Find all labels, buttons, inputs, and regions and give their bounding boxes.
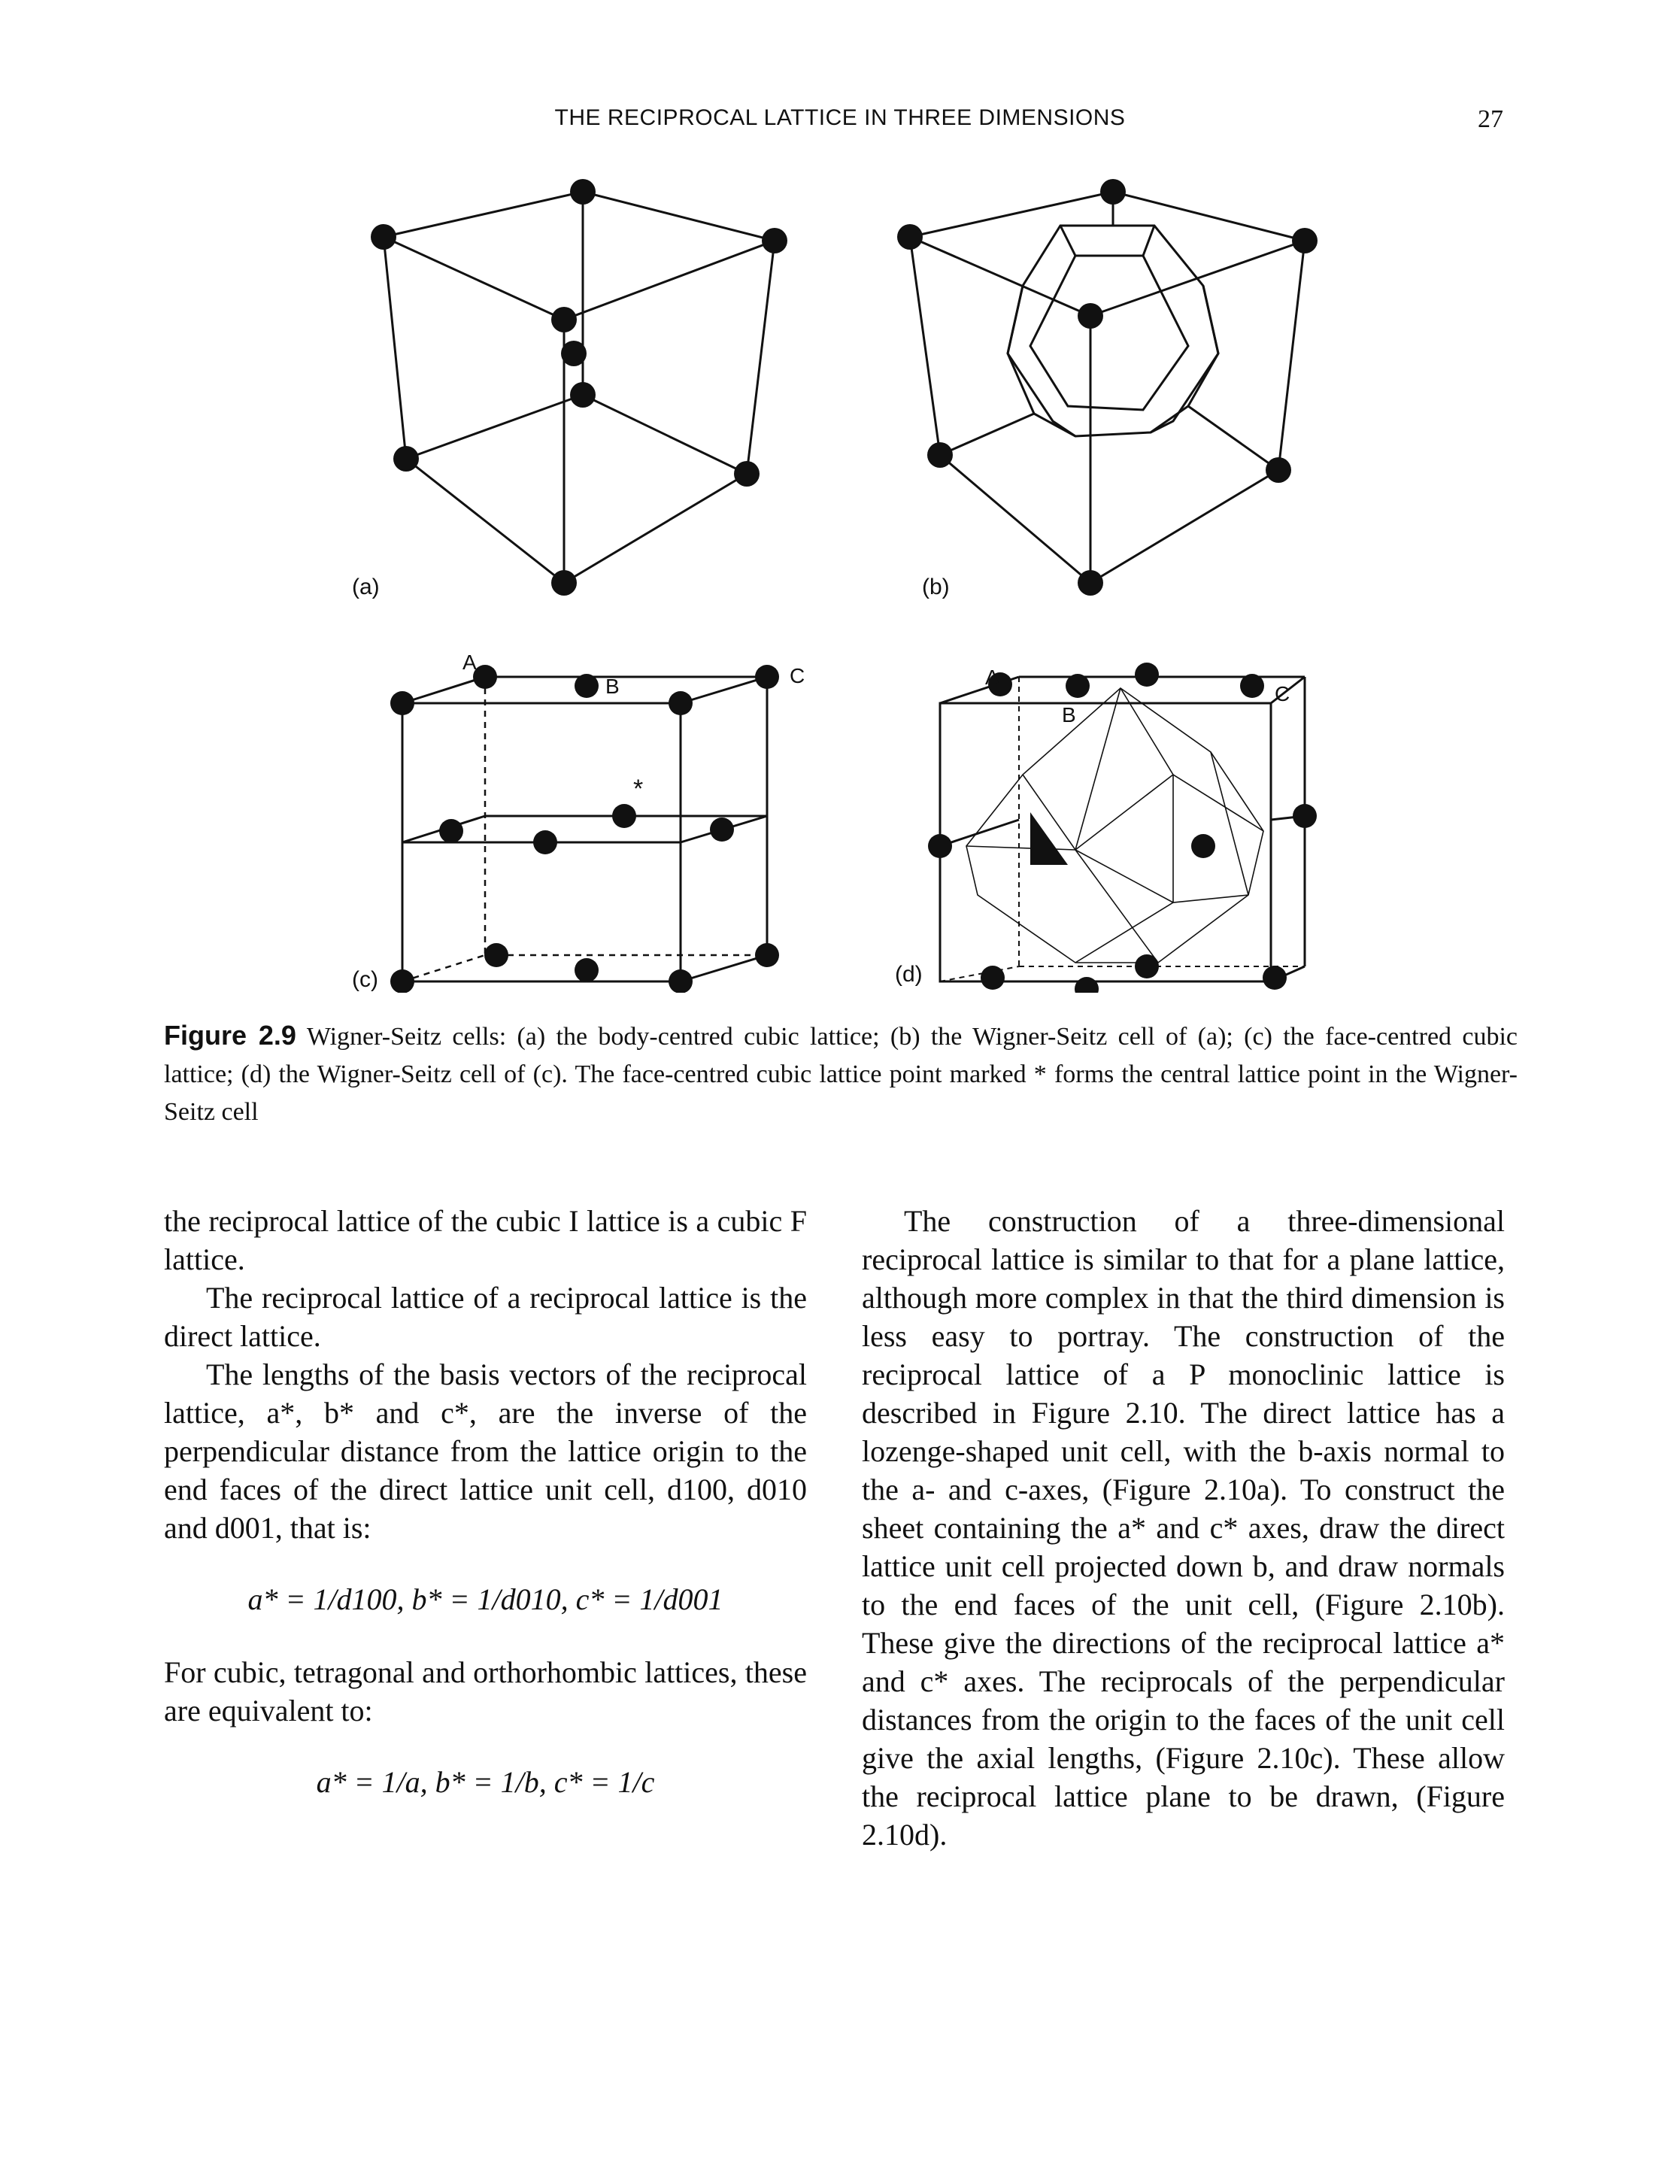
panel-label-a: (a)	[352, 575, 380, 599]
point-label-C: C	[790, 664, 805, 687]
point-label-A: A	[462, 651, 477, 674]
figure-label: Figure 2.9	[164, 1020, 296, 1051]
point-label-A: A	[985, 666, 999, 689]
point-label-C: C	[1275, 682, 1290, 705]
figure-panel-c: A B C * (c)	[346, 647, 827, 993]
triangle-marker	[1030, 812, 1068, 865]
running-title: THE RECIPROCAL LATTICE IN THREE DIMENSIO…	[554, 105, 1126, 130]
point-label-B: B	[605, 675, 620, 698]
panel-label-d: (d)	[895, 962, 923, 987]
bcc-wigner-seitz-diagram: (b)	[897, 179, 1318, 599]
figure-panel-d: A B C (d)	[887, 647, 1339, 993]
left-paragraph-2: The reciprocal lattice of a reciprocal l…	[164, 1281, 807, 1353]
left-paragraph-1: the reciprocal lattice of the cubic I la…	[164, 1204, 807, 1276]
figure-panel-a: (a)	[346, 173, 812, 624]
left-column: the reciprocal lattice of the cubic I la…	[164, 1202, 807, 1836]
page-number: 27	[1478, 105, 1503, 133]
panel-label-c: (c)	[352, 967, 378, 992]
point-label-star: *	[633, 775, 643, 803]
equation-1: a* = 1/d100, b* = 1/d010, c* = 1/d001	[247, 1582, 723, 1616]
left-paragraph-3: The lengths of the basis vectors of the …	[164, 1357, 807, 1545]
bcc-lattice-diagram: (a)	[352, 179, 787, 599]
panel-label-b: (b)	[922, 575, 950, 599]
left-paragraph-4: For cubic, tetragonal and orthorhombic l…	[164, 1655, 807, 1727]
figure-caption-text: Wigner-Seitz cells: (a) the body-centred…	[164, 1023, 1518, 1126]
figure-panel-b: (b)	[887, 173, 1354, 624]
fcc-lattice-diagram: A B C * (c)	[352, 651, 805, 993]
point-label-B: B	[1062, 703, 1076, 726]
fcc-wigner-seitz-diagram: A B C (d)	[895, 663, 1317, 993]
equation-2: a* = 1/a, b* = 1/b, c* = 1/c	[316, 1765, 655, 1799]
right-paragraph-1: The construction of a three-dimensional …	[862, 1204, 1505, 1852]
right-column: The construction of a three-dimensional …	[862, 1202, 1505, 1854]
